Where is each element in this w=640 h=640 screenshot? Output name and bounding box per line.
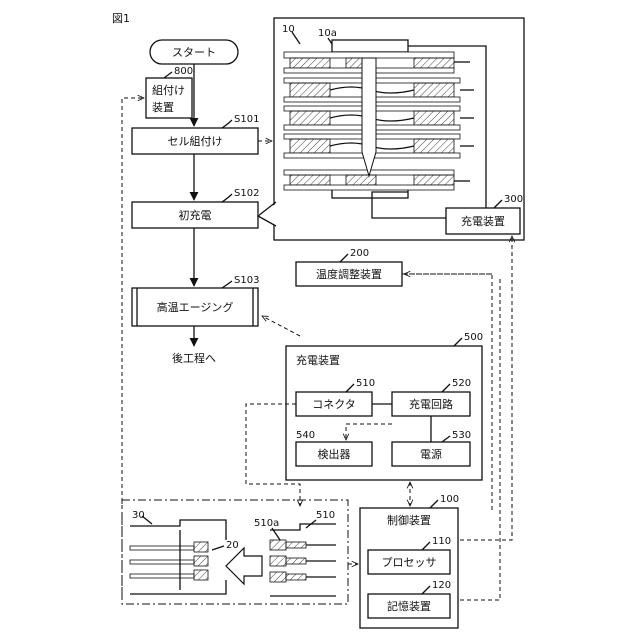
charger-500-label: 充電装置: [296, 353, 340, 367]
controller-ref: 100: [440, 494, 459, 505]
detector-ref: 540: [296, 430, 315, 441]
layer-hatch-1c: [414, 58, 454, 68]
layer-hatch-3c: [414, 111, 454, 125]
s102-label: 初充電: [179, 208, 212, 222]
conn-pin-3a: [270, 572, 286, 582]
insertion-arrow: [226, 548, 262, 584]
cell-outline-top: [130, 520, 226, 540]
assembly-device-leader: [164, 72, 172, 78]
dashed-link-detail-to-assembly: [122, 98, 144, 600]
processor-label: プロセッサ: [382, 556, 437, 569]
dashed-arrow-charger-to-s103: [262, 316, 300, 336]
connector-outline-top: [270, 524, 336, 530]
assembly-device-ref: 800: [174, 66, 193, 77]
assembly-device-line1: 組付け: [152, 84, 185, 97]
memory-ref: 120: [432, 580, 451, 591]
controller-leader: [430, 500, 438, 508]
temp-device-leader: [340, 254, 348, 262]
circuit-label: 充電回路: [409, 397, 453, 411]
layer-hatch-4c: [414, 139, 454, 153]
s101-leader: [222, 120, 232, 128]
detail-frame: [122, 500, 348, 604]
detail-leader-20: [212, 546, 224, 550]
layer-hatch-2a: [290, 83, 330, 97]
layer-hatch-3a: [290, 111, 330, 125]
detail-connector-body: [270, 524, 336, 596]
detector-label: 検出器: [318, 447, 351, 461]
conn-pin-2a: [270, 556, 286, 566]
charger-300-ref: 300: [504, 194, 523, 205]
cell-tab-1: [130, 546, 194, 550]
controller-label: 制御装置: [387, 513, 431, 527]
start-label: スタート: [172, 46, 216, 59]
charger-300-label: 充電装置: [461, 214, 505, 228]
processor-ref: 110: [432, 536, 451, 547]
circuit-ref: 520: [452, 378, 471, 389]
power-ref: 530: [452, 430, 471, 441]
detail-ref-20: 20: [226, 540, 239, 551]
layer-plate-1: [284, 52, 454, 58]
conn-pin-2b: [286, 558, 306, 564]
s103-leader: [222, 281, 232, 288]
temp-device-ref: 200: [350, 248, 369, 259]
layer-plate-10: [284, 185, 454, 190]
top-terminal-plate: [332, 40, 408, 52]
connector-ref: 510: [356, 378, 375, 389]
layer-hatch-4a: [290, 139, 330, 153]
memory-label: 記憶装置: [387, 599, 431, 613]
s103-label: 高温エージング: [157, 300, 234, 314]
detail-ref-510: 510: [316, 510, 335, 521]
detail-ref-30: 30: [132, 510, 145, 521]
charger-500-ref: 500: [464, 332, 483, 343]
conn-pin-1b: [286, 542, 306, 548]
layer-hatch-5c: [414, 175, 454, 185]
temp-device-label: 温度調整装置: [316, 267, 382, 281]
s101-step: S101: [234, 114, 259, 125]
end-label: 後工程へ: [172, 351, 216, 365]
cell-outline-bottom: [130, 580, 226, 594]
s101-label: セル組付け: [168, 135, 223, 148]
s102-step: S102: [234, 188, 259, 199]
cell-term-1: [194, 542, 208, 552]
power-label: 電源: [420, 447, 442, 461]
cell-tab-3: [130, 574, 194, 578]
layer-hatch-1a: [290, 58, 330, 68]
charger-500-leader: [454, 338, 462, 346]
layer-hatch-2c: [414, 83, 454, 97]
detail-cell-body: [130, 520, 226, 594]
assembly-device-line2: 装置: [152, 101, 174, 114]
cell-stack-subref: 10a: [318, 28, 337, 39]
conn-pin-1a: [270, 540, 286, 550]
figure-label: 図1: [112, 12, 130, 25]
conn-pin-3b: [286, 574, 306, 580]
cell-tab-2: [130, 560, 194, 564]
layer-hatch-5b: [346, 175, 376, 185]
s103-step: S103: [234, 275, 259, 286]
detail-ref-510a: 510a: [254, 518, 279, 529]
connector-label: コネクタ: [312, 398, 356, 411]
callout-wedge-fill: [258, 204, 276, 226]
s102-leader: [222, 194, 232, 202]
cell-term-3: [194, 570, 208, 580]
layer-hatch-5a: [290, 175, 330, 185]
cell-term-2: [194, 556, 208, 566]
center-wedge: [362, 58, 376, 176]
